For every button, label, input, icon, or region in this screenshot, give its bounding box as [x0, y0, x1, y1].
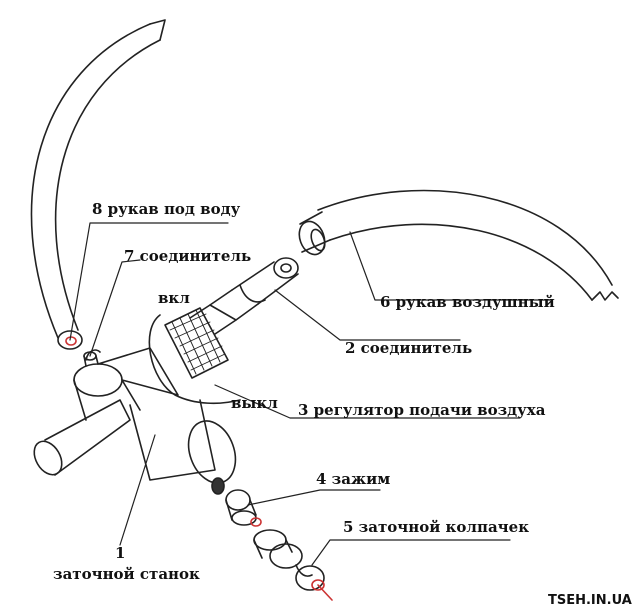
air-hose [298, 189, 619, 301]
sharpening-cap-parts [253, 529, 333, 601]
label-connector-7: 7 соединитель [124, 247, 252, 265]
label-hose-water: 8 рукав под воду [92, 200, 241, 218]
label-off: выкл [231, 394, 278, 412]
sharpening-machine-body [33, 347, 237, 484]
water-hose [30, 19, 166, 350]
clamp-parts [211, 477, 262, 527]
water-connector [83, 351, 99, 367]
air-regulator-knob [148, 307, 241, 405]
leader-lines [69, 222, 551, 566]
label-sharpening-cap: 5 заточной колпачек [343, 518, 530, 536]
watermark: TSEH.IN.UA [548, 593, 632, 608]
label-connector-2: 2 соединитель [345, 339, 473, 357]
label-clamp: 4 зажим [316, 470, 391, 488]
label-machine-name: заточной станок [53, 565, 200, 583]
air-connector [189, 257, 299, 335]
label-on: вкл [158, 289, 190, 307]
label-air-regulator: 3 регулятор подачи воздуха [298, 401, 546, 419]
label-machine-number: 1 [115, 544, 126, 562]
label-air-hose: 6 рукав воздушный [380, 293, 555, 311]
